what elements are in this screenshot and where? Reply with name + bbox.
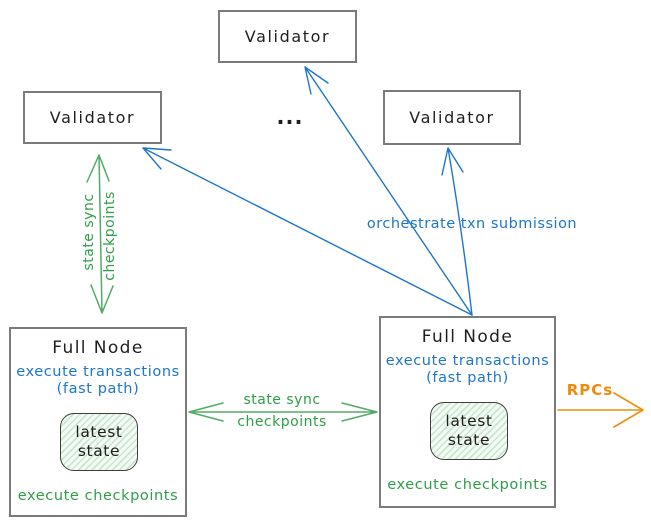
- latest-state-line1: latest: [75, 423, 123, 441]
- full-node-left-footer: execute checkpoints: [17, 488, 179, 504]
- horizontal-state-sync-label-line2: checkpoints: [237, 414, 327, 430]
- validator-right-box: Validator: [383, 90, 521, 145]
- latest-state-line2: state: [447, 431, 491, 449]
- validator-left-label: Validator: [49, 108, 136, 127]
- full-node-right-exec-line2: (fast path): [426, 370, 509, 386]
- full-node-right-title: Full Node: [421, 327, 514, 347]
- rpcs-arrow: [557, 392, 644, 428]
- full-node-right-exec: execute transactions (fast path): [381, 353, 554, 387]
- full-node-right-latest-state-box: latest state: [430, 402, 508, 460]
- full-node-left-box: Full Node execute transactions (fast pat…: [9, 327, 187, 517]
- validator-top-box: Validator: [218, 10, 357, 63]
- full-node-left-exec-line1: execute transactions: [16, 364, 180, 380]
- state-sync-vertical-arrow: [86, 154, 114, 314]
- full-node-right-exec-line1: execute transactions: [385, 353, 550, 369]
- vertical-state-sync-label-line2: checkpoints: [102, 191, 118, 281]
- latest-state-line2: state: [77, 442, 121, 460]
- vertical-state-sync-label-line1: state sync: [81, 193, 97, 271]
- orchestrate-arrows: [142, 66, 473, 316]
- arrow-to-left-validator: [142, 147, 473, 316]
- full-node-left-latest-state-box: latest state: [60, 413, 138, 471]
- rpcs-label: RPCs: [566, 381, 614, 399]
- full-node-left-title: Full Node: [52, 338, 144, 358]
- state-sync-horizontal-arrow: [188, 402, 378, 422]
- validators-ellipsis: ...: [276, 105, 304, 129]
- arrow-to-right-validator: [441, 147, 473, 316]
- full-node-right-footer: execute checkpoints: [387, 477, 548, 493]
- full-node-left-exec: execute transactions (fast path): [11, 364, 185, 398]
- validator-right-label: Validator: [409, 108, 495, 127]
- horizontal-state-sync-label-line1: state sync: [243, 392, 321, 408]
- validator-left-box: Validator: [23, 91, 162, 144]
- validator-top-label: Validator: [244, 27, 331, 46]
- orchestrate-txn-label: orchestrate txn submission: [366, 216, 578, 232]
- full-node-right-box: Full Node execute transactions (fast pat…: [379, 316, 556, 508]
- latest-state-line1: latest: [445, 412, 493, 430]
- full-node-left-exec-line2: (fast path): [56, 381, 140, 397]
- arrow-to-top-validator: [304, 66, 473, 316]
